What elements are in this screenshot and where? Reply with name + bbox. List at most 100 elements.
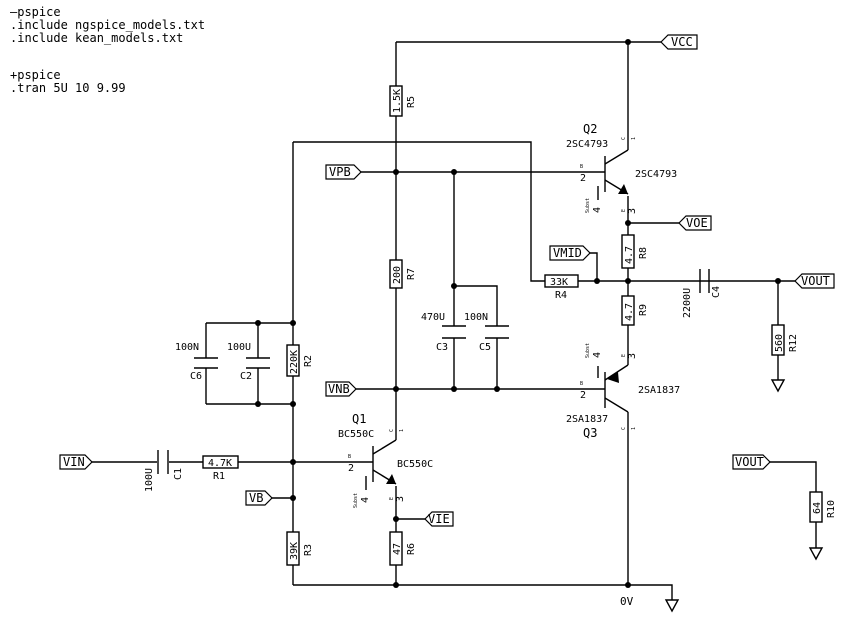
svg-text:VOUT: VOUT xyxy=(735,455,764,469)
svg-text:R1: R1 xyxy=(213,471,225,482)
svg-text:Subst: Subst xyxy=(585,198,591,213)
resistor-r5[interactable]: 1.5K R5 xyxy=(389,85,417,117)
svg-text:BC550C: BC550C xyxy=(397,459,433,470)
svg-text:4.7K: 4.7K xyxy=(208,458,232,469)
transistor-q3[interactable]: 2SA1837 2SA1837 Q3 B 2 E 3 C 1 Subst 4 xyxy=(566,343,680,440)
svg-text:VNB: VNB xyxy=(328,382,350,396)
directive-line-4: +pspice xyxy=(10,68,61,82)
svg-text:R9: R9 xyxy=(638,304,649,316)
port-vpb[interactable]: VPB xyxy=(325,164,362,180)
svg-text:C: C xyxy=(621,137,627,140)
svg-text:64: 64 xyxy=(812,502,823,514)
svg-text:Q2: Q2 xyxy=(583,122,597,136)
svg-text:2: 2 xyxy=(580,390,586,401)
svg-text:VB: VB xyxy=(249,491,263,505)
svg-text:39K: 39K xyxy=(289,542,300,560)
junction-dot xyxy=(393,582,399,588)
svg-text:2: 2 xyxy=(348,463,354,474)
capacitor-c2[interactable]: 100U C2 xyxy=(227,342,270,382)
resistor-r12[interactable]: 560 R12 xyxy=(771,324,799,356)
svg-text:3: 3 xyxy=(395,496,406,502)
transistor-q2[interactable]: Q2 2SC4793 2SC4793 B 2 C 1 E 3 Subst 4 xyxy=(566,122,677,214)
svg-text:R8: R8 xyxy=(638,247,649,259)
svg-text:Q1: Q1 xyxy=(352,412,366,426)
svg-text:4.7: 4.7 xyxy=(624,303,635,321)
svg-text:2SC4793: 2SC4793 xyxy=(566,139,608,150)
svg-text:100N: 100N xyxy=(464,312,488,323)
svg-text:4: 4 xyxy=(360,497,371,503)
resistor-r6[interactable]: 47 R6 xyxy=(389,531,417,566)
directive-line-5: .tran 5U 10 9.99 xyxy=(10,81,126,95)
junction-dot xyxy=(625,39,631,45)
port-vb[interactable]: VB xyxy=(245,490,273,506)
port-vcc[interactable]: VCC xyxy=(660,34,698,50)
svg-text:B: B xyxy=(348,454,351,460)
svg-text:VIN: VIN xyxy=(63,455,85,469)
resistor-r2[interactable]: 220K R2 xyxy=(286,344,314,377)
svg-text:Q3: Q3 xyxy=(583,426,597,440)
port-vie[interactable]: VIE xyxy=(424,511,454,527)
port-vin[interactable]: VIN xyxy=(59,454,93,470)
svg-text:VCC: VCC xyxy=(671,35,693,49)
resistor-r1[interactable]: 4.7K R1 xyxy=(202,455,239,482)
ground-symbol-r12 xyxy=(770,379,786,393)
capacitor-c3[interactable]: 470U C3 xyxy=(421,312,466,353)
svg-text:E: E xyxy=(621,209,627,212)
junction-dot xyxy=(393,169,399,175)
capacitor-c4[interactable]: 2200U C4 xyxy=(682,269,722,318)
svg-text:C: C xyxy=(389,429,395,432)
svg-text:Subst: Subst xyxy=(585,343,591,358)
svg-text:2SA1837: 2SA1837 xyxy=(566,414,608,425)
port-vout-2[interactable]: VOUT xyxy=(732,454,771,470)
svg-text:2SA1837: 2SA1837 xyxy=(638,385,680,396)
wire-feedback xyxy=(293,141,545,282)
junction-dot xyxy=(290,459,296,465)
capacitor-c5[interactable]: 100N C5 xyxy=(464,312,509,353)
directive-line-2: .include ngspice_models.txt xyxy=(10,18,205,32)
junction-dot xyxy=(290,495,296,501)
port-vnb[interactable]: VNB xyxy=(325,381,357,397)
transistor-q1[interactable]: Q1 BC550C BC550C B 2 C 1 E 3 Subst 4 xyxy=(338,412,433,508)
junctions xyxy=(255,39,781,588)
svg-text:1: 1 xyxy=(399,429,405,432)
port-voe[interactable]: VOE xyxy=(678,215,712,231)
resistor-r9[interactable]: 4.7 R9 xyxy=(621,295,649,326)
junction-dot xyxy=(494,386,500,392)
svg-text:4: 4 xyxy=(592,207,603,213)
junction-dot xyxy=(393,386,399,392)
svg-text:VIE: VIE xyxy=(428,512,450,526)
port-vmid[interactable]: VMID xyxy=(549,245,591,261)
svg-text:R7: R7 xyxy=(406,268,417,280)
svg-text:B: B xyxy=(580,164,583,170)
junction-dot xyxy=(393,516,399,522)
wire-c5-top xyxy=(454,285,498,326)
svg-text:C2: C2 xyxy=(240,371,252,382)
svg-text:B: B xyxy=(580,381,583,387)
resistor-r7[interactable]: 200 R7 xyxy=(389,259,417,289)
resistor-r3[interactable]: 39K R3 xyxy=(286,531,314,566)
svg-text:33K: 33K xyxy=(550,277,568,288)
svg-text:E: E xyxy=(621,354,627,357)
resistor-r4[interactable]: 33K R4 xyxy=(544,274,579,301)
junction-dot xyxy=(775,278,781,284)
svg-text:BC550C: BC550C xyxy=(338,429,374,440)
junction-dot xyxy=(625,220,631,226)
capacitor-c1[interactable]: 100U C1 xyxy=(144,450,184,492)
capacitor-c6[interactable]: 100N C6 xyxy=(175,342,218,382)
svg-text:VOUT: VOUT xyxy=(801,274,830,288)
resistor-r10[interactable]: 64 R10 xyxy=(809,491,837,523)
wire-vmid xyxy=(590,252,598,281)
svg-text:R6: R6 xyxy=(406,543,417,555)
svg-text:C5: C5 xyxy=(479,342,491,353)
svg-text:470U: 470U xyxy=(421,312,445,323)
wire-ground-rail xyxy=(293,584,673,600)
junction-dot xyxy=(625,582,631,588)
port-vout[interactable]: VOUT xyxy=(794,273,835,289)
svg-text:0V: 0V xyxy=(620,595,634,608)
resistor-r8[interactable]: 4.7 R8 xyxy=(621,234,649,269)
wire-vout2 xyxy=(770,461,817,492)
svg-text:R12: R12 xyxy=(788,334,799,352)
svg-text:C1: C1 xyxy=(173,468,184,480)
svg-text:100N: 100N xyxy=(175,342,199,353)
ground-symbol-main: 0V xyxy=(620,595,680,613)
